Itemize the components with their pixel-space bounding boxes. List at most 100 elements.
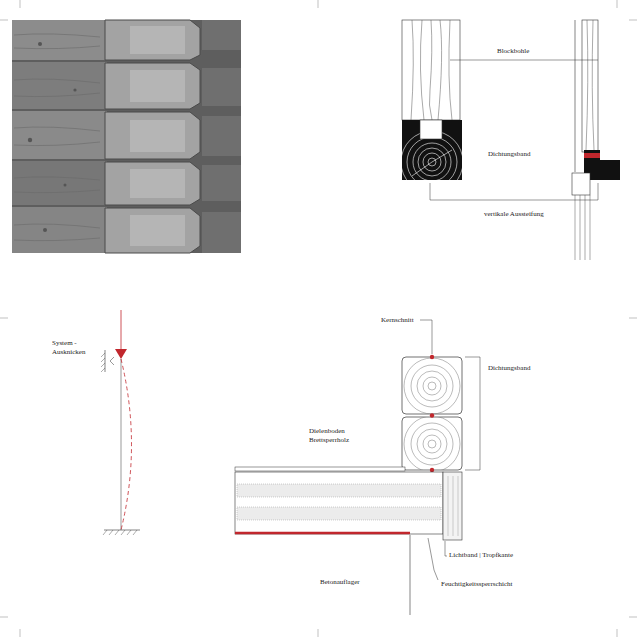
log-section [402, 417, 462, 470]
buckling-system [103, 530, 137, 535]
log-corner-photo [130, 169, 185, 198]
log-section [430, 468, 434, 472]
log-corner-photo [130, 70, 185, 102]
log-section [404, 358, 460, 414]
log-corner-photo [14, 127, 100, 131]
log-corner-photo [12, 207, 107, 253]
part-label: Lichtband | Tropfkante [449, 551, 513, 560]
floor-slab [458, 476, 459, 536]
plank-section [402, 120, 462, 180]
log-corner-photo [73, 88, 76, 91]
plank-section [412, 162, 432, 176]
buckling-system [121, 359, 132, 530]
log-corner-photo [12, 20, 107, 60]
log-section [423, 435, 441, 453]
log-corner-photo [12, 62, 107, 109]
log-section [411, 423, 453, 465]
log-corner-photo [105, 20, 200, 60]
plank-section [575, 20, 576, 172]
floor-slab [237, 484, 441, 497]
part-label: Dichtungsband [488, 364, 530, 373]
plank-section [572, 173, 590, 195]
crop-mark [0, 20, 8, 21]
log-corner-photo [202, 165, 241, 201]
floor-slab [235, 467, 405, 471]
buckling-system [121, 310, 122, 352]
buckling-system [115, 349, 127, 359]
crop-mark [629, 318, 637, 319]
floor-slab [410, 535, 411, 615]
log-section [428, 382, 436, 390]
log-section [423, 377, 441, 395]
plank-section [438, 20, 442, 120]
floor-slab [453, 476, 454, 536]
log-corner-photo [105, 162, 200, 205]
leader-line [445, 556, 447, 557]
part-label: Dichtungsband [488, 150, 530, 159]
part-label: Feuchtigkeitssperrschicht [441, 580, 513, 589]
crop-mark [629, 617, 637, 618]
buckling-system [127, 530, 131, 535]
part-label: Blockbohle [497, 47, 529, 56]
log-corner-photo [12, 111, 107, 159]
plank-section [575, 195, 590, 260]
log-corner-photo [14, 142, 100, 146]
buckling-system [101, 358, 105, 362]
log-corner-photo [38, 42, 42, 46]
part-label: Betonauflager [320, 578, 360, 587]
log-corner-photo [14, 79, 100, 83]
plank-section [575, 195, 576, 260]
log-corner-photo [130, 26, 185, 246]
log-corner-photo [12, 161, 107, 205]
leader-line [430, 183, 598, 200]
log-corner-photo [14, 34, 100, 241]
log-section [402, 357, 462, 414]
plank-section [585, 195, 586, 260]
log-corner-photo [130, 26, 185, 54]
buckling-system [101, 310, 140, 535]
part-label: vertikale Aussteifung [484, 210, 544, 219]
floor-slab [448, 476, 458, 536]
log-corner-photo [130, 120, 185, 152]
plank-section [584, 153, 600, 158]
plank-section [407, 137, 457, 180]
leader-line [420, 320, 432, 354]
plank-section [411, 20, 452, 120]
log-corner-photo [43, 228, 47, 232]
buckling-system [121, 359, 122, 530]
buckling-system [121, 530, 125, 535]
crop-mark [0, 617, 8, 618]
part-label: Dielenboden Brettsperrholz [309, 427, 361, 445]
floor-slab [443, 472, 462, 540]
plank-section [411, 20, 413, 120]
crop-mark [20, 0, 21, 8]
log-section [402, 355, 462, 472]
plank-section [413, 143, 451, 180]
log-corner-photo [28, 42, 77, 232]
floor-slab [235, 532, 410, 535]
plank-section [580, 195, 581, 260]
plank-section [600, 150, 620, 160]
buckling-system [110, 357, 114, 365]
log-corner-photo [64, 184, 67, 187]
log-corner-photo [202, 212, 241, 253]
plank-section [429, 20, 432, 120]
part-label: Kernschnitt [381, 316, 414, 325]
log-section [411, 365, 453, 407]
plank-section [432, 150, 452, 162]
buckling-system [101, 368, 105, 372]
log-section [404, 358, 460, 414]
floor-slab [237, 507, 441, 520]
buckling-system [104, 530, 140, 531]
part-label: System - Ausknicken [52, 339, 97, 357]
log-corner-photo [14, 34, 100, 37]
crop-mark [617, 0, 618, 8]
buckling-system [133, 530, 137, 535]
log-corner-photo [202, 68, 241, 106]
plank-section [582, 20, 598, 152]
plank-section [592, 20, 594, 150]
plank-section [586, 20, 588, 150]
log-corner-photo [12, 20, 241, 253]
